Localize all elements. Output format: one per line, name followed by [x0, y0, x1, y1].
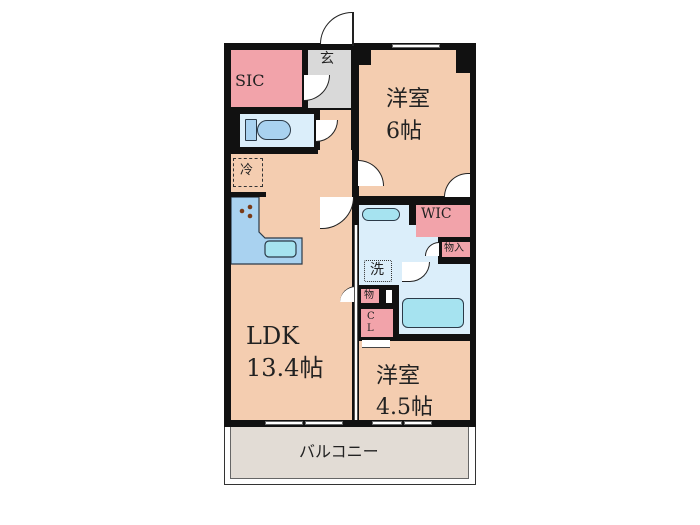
room-closet[interactable]: C L [361, 309, 393, 337]
western2-name: 洋室 [376, 364, 421, 389]
room-storage-in[interactable]: 物入 [442, 242, 470, 257]
bathtub-icon [402, 298, 464, 328]
closet-line2: L [367, 323, 374, 334]
balcony[interactable]: バルコニー [224, 427, 476, 485]
room-wic[interactable]: WIC [416, 205, 470, 237]
stove-burner-icon [239, 208, 245, 214]
ldk-name: LDK [246, 322, 300, 350]
fridge-space: 冷 [233, 158, 263, 187]
entrance-door-icon[interactable] [320, 12, 354, 44]
entrance-door-leaf [352, 12, 354, 46]
balcony-floor: バルコニー [230, 427, 469, 479]
sliding-partition[interactable] [354, 225, 358, 420]
room-storage-small[interactable]: 物 [361, 289, 379, 303]
room-bath-vanity[interactable] [359, 205, 409, 225]
balcony-label: バルコニー [299, 442, 379, 461]
kitchen-wall [224, 192, 266, 197]
storage-door-icon[interactable] [425, 242, 439, 256]
sic-label: SIC [235, 71, 265, 90]
storage-small-label: 物 [364, 290, 374, 301]
kitchen-counter[interactable] [230, 196, 303, 265]
toilet-tank-icon [245, 119, 257, 141]
room-sic[interactable]: SIC [231, 50, 302, 107]
toilet-bowl-icon [257, 120, 291, 140]
window [404, 421, 432, 425]
washroom-label-box: 洗 [364, 260, 392, 282]
window [372, 421, 402, 425]
genkan-label: 玄 [320, 51, 334, 67]
ldk-size: 13.4帖 [246, 354, 324, 382]
kitchen-counter-shape [230, 196, 303, 265]
ldk-corridor [318, 150, 352, 200]
western2-size: 4.5帖 [376, 395, 433, 420]
storage-small-door[interactable] [386, 290, 392, 303]
window [392, 44, 440, 48]
closet-line1: C [367, 311, 375, 322]
western1-name: 洋室 [386, 87, 431, 112]
closet-door-icon[interactable] [362, 340, 390, 348]
western1-size: 6帖 [386, 119, 422, 144]
fridge-label: 冷 [240, 163, 254, 178]
storage-in-label: 物入 [444, 243, 464, 254]
washroom-label: 洗 [370, 262, 384, 278]
vanity-sink-icon [362, 208, 400, 221]
wic-label: WIC [421, 206, 452, 222]
room-toilet[interactable] [240, 114, 314, 147]
window [305, 421, 343, 425]
column [456, 50, 470, 73]
window [265, 421, 303, 425]
column [359, 50, 371, 65]
room-western-4-5[interactable]: 洋室 4.5帖 [359, 341, 470, 420]
